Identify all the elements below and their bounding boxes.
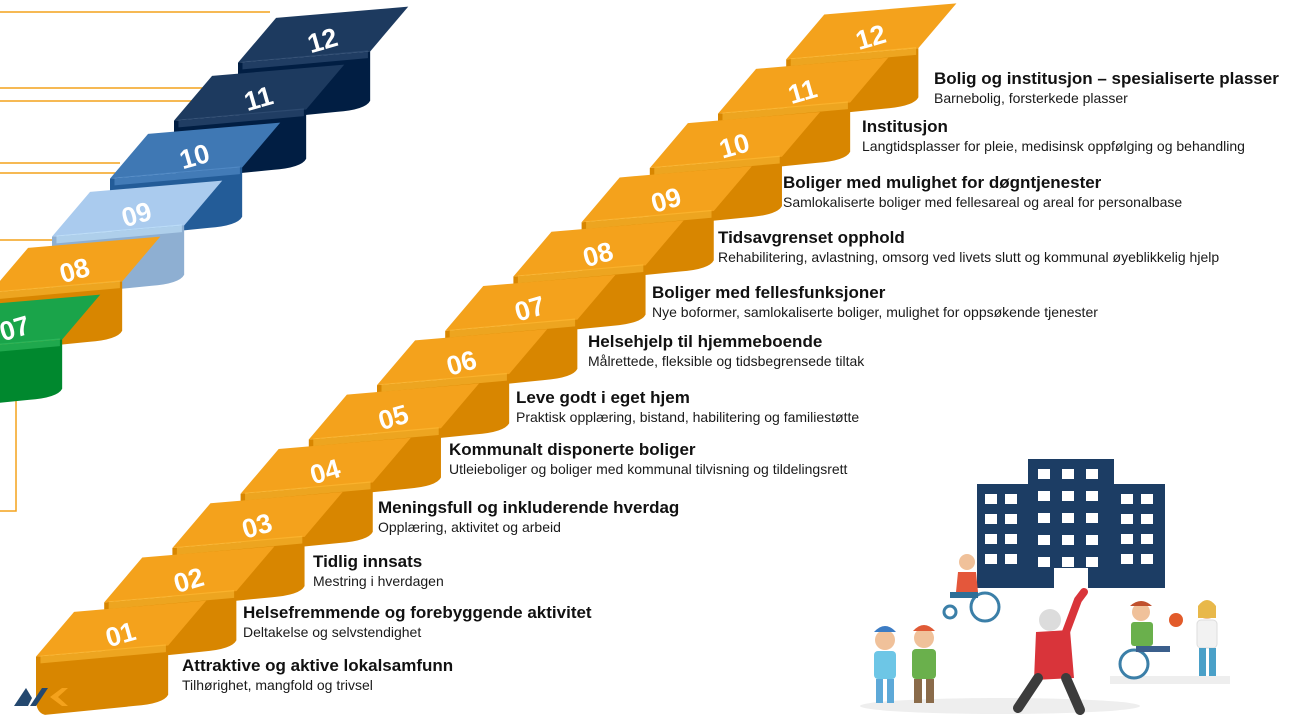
- step-subtitle: Praktisk opplæring, bistand, habiliterin…: [516, 409, 860, 425]
- step-title: Institusjon: [862, 117, 948, 136]
- step-title: Tidlig innsats: [313, 552, 423, 571]
- left-step-11-highlight: [178, 108, 304, 128]
- main-step-07-top: [445, 274, 616, 331]
- step-title: Helsefremmende og forebyggende aktivitet: [243, 603, 592, 622]
- main-step-03-top: [172, 492, 343, 549]
- main-step-06-top: [377, 329, 548, 386]
- step-subtitle: Mestring i hverdagen: [313, 573, 444, 589]
- left-step-10-top: [110, 122, 281, 179]
- left-step-12-highlight: [242, 50, 368, 70]
- step-subtitle: Opplæring, aktivitet og arbeid: [378, 519, 561, 535]
- step-subtitle: Utleieboliger og boliger med kommunal ti…: [449, 461, 848, 477]
- main-step-04-highlight: [245, 481, 371, 501]
- left-step-12-top: [238, 6, 409, 63]
- main-step-07-highlight: [449, 318, 576, 338]
- people-illustration-icon: [860, 554, 1230, 715]
- main-step-05-top: [308, 383, 480, 440]
- left-step-07-highlight: [0, 338, 60, 352]
- step-title: Tidsavgrenset opphold: [718, 228, 905, 247]
- step-subtitle: Barnebolig, forsterkede plasser: [934, 90, 1128, 106]
- step-label-02: Helsefremmende og forebyggende aktivitet…: [243, 603, 592, 641]
- building-icon: [977, 459, 1165, 588]
- left-step-11-top: [174, 64, 345, 121]
- ak-logo-icon: [14, 688, 68, 706]
- main-step-09-top: [581, 166, 752, 223]
- left-step-09-top: [52, 180, 223, 237]
- main-step-12-top: [786, 3, 957, 60]
- step-title: Leve godt i eget hjem: [516, 388, 690, 407]
- main-step-08-top: [513, 220, 684, 277]
- left-step-07: 07: [0, 294, 101, 403]
- step-subtitle: Langtidsplasser for pleie, medisinsk opp…: [862, 138, 1245, 154]
- step-subtitle: Deltakelse og selvstendighet: [243, 624, 422, 640]
- main-step-04-top: [240, 437, 411, 494]
- step-title: Attraktive og aktive lokalsamfunn: [182, 656, 454, 675]
- main-step-06-highlight: [381, 372, 507, 392]
- main-step-11-highlight: [722, 101, 848, 121]
- left-step-09-highlight: [56, 224, 182, 244]
- main-step-10-highlight: [654, 155, 780, 175]
- left-step-07-front: [0, 339, 63, 403]
- main-step-02-highlight: [108, 590, 235, 610]
- main-step-09-highlight: [586, 209, 712, 229]
- step-title: Bolig og institusjon – spesialiserte pla…: [934, 69, 1279, 88]
- main-step-01-highlight: [40, 644, 166, 664]
- left-step-08-highlight: [0, 280, 120, 299]
- left-step-12: 12: [238, 6, 409, 121]
- step-subtitle: Målrettede, fleksible og tidsbegrensede …: [588, 353, 865, 369]
- step-title: Meningsfull og inkluderende hverdag: [378, 498, 680, 517]
- step-subtitle: Samlokaliserte boliger med fellesareal o…: [783, 194, 1183, 210]
- step-subtitle: Tilhørighet, mangfold og trivsel: [182, 677, 373, 693]
- left-step-07-top: [0, 294, 101, 345]
- step-title: Boliger med mulighet for døgntjenester: [783, 173, 1102, 192]
- left-step-10-highlight: [114, 166, 240, 186]
- main-step-05-highlight: [313, 427, 439, 447]
- main-step-02-top: [104, 546, 275, 603]
- step-title: Helsehjelp til hjemmeboende: [588, 332, 823, 351]
- step-label-12: Bolig og institusjon – spesialiserte pla…: [934, 69, 1279, 107]
- step-subtitle: Nye boformer, samlokaliserte boliger, mu…: [652, 304, 1098, 320]
- left-step-08-top: [0, 236, 161, 292]
- left-orange-lines: [0, 11, 270, 512]
- main-step-01: 01: [36, 600, 207, 715]
- main-step-12-highlight: [790, 47, 917, 67]
- main-step-01-front: [36, 645, 169, 715]
- step-title: Boliger med fellesfunksjoner: [652, 283, 886, 302]
- main-step-03-highlight: [176, 535, 303, 555]
- main-step-08-highlight: [517, 264, 644, 284]
- main-step-01-top: [36, 600, 207, 657]
- step-subtitle: Rehabilitering, avlastning, omsorg ved l…: [718, 249, 1220, 265]
- step-title: Kommunalt disponerte boliger: [449, 440, 696, 459]
- main-step-11-top: [718, 57, 889, 114]
- main-step-10-top: [649, 111, 821, 168]
